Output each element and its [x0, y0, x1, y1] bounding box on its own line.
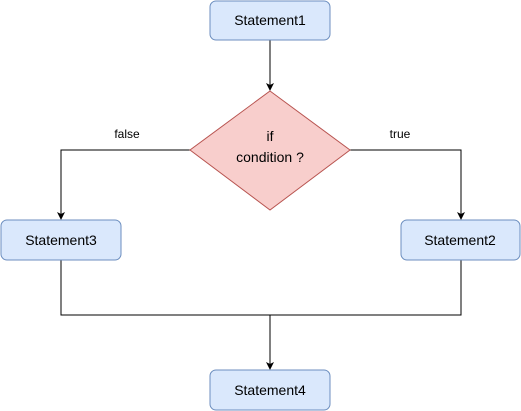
condition-label-line2: condition ?	[236, 149, 304, 165]
true-edge-label: true	[390, 127, 411, 141]
statement3-node[interactable]: Statement3	[0, 219, 122, 261]
statement1-box	[209, 0, 331, 41]
statement4-label: Statement4	[234, 382, 306, 398]
statement2-label: Statement2	[424, 232, 496, 248]
statement3-label: Statement3	[25, 232, 97, 248]
edge-statement2-merge	[270, 260, 462, 316]
statement2-box	[400, 219, 521, 261]
condition-label-line1: if	[267, 128, 274, 144]
edge-statement3-merge	[60, 260, 270, 316]
statement1-label: Statement1	[234, 12, 306, 28]
condition-node[interactable]: if condition ?	[189, 90, 351, 211]
edge-condition-false-to-statement3	[57, 149, 190, 220]
false-edge-label: false	[114, 127, 140, 141]
edge-condition-true-to-statement2	[350, 149, 465, 220]
statement1-node[interactable]: Statement1	[209, 0, 331, 41]
statement4-node[interactable]: Statement4	[209, 369, 331, 411]
statement2-node[interactable]: Statement2	[400, 219, 521, 261]
statement4-box	[209, 369, 331, 411]
statement3-box	[0, 219, 122, 261]
condition-diamond	[189, 90, 351, 211]
